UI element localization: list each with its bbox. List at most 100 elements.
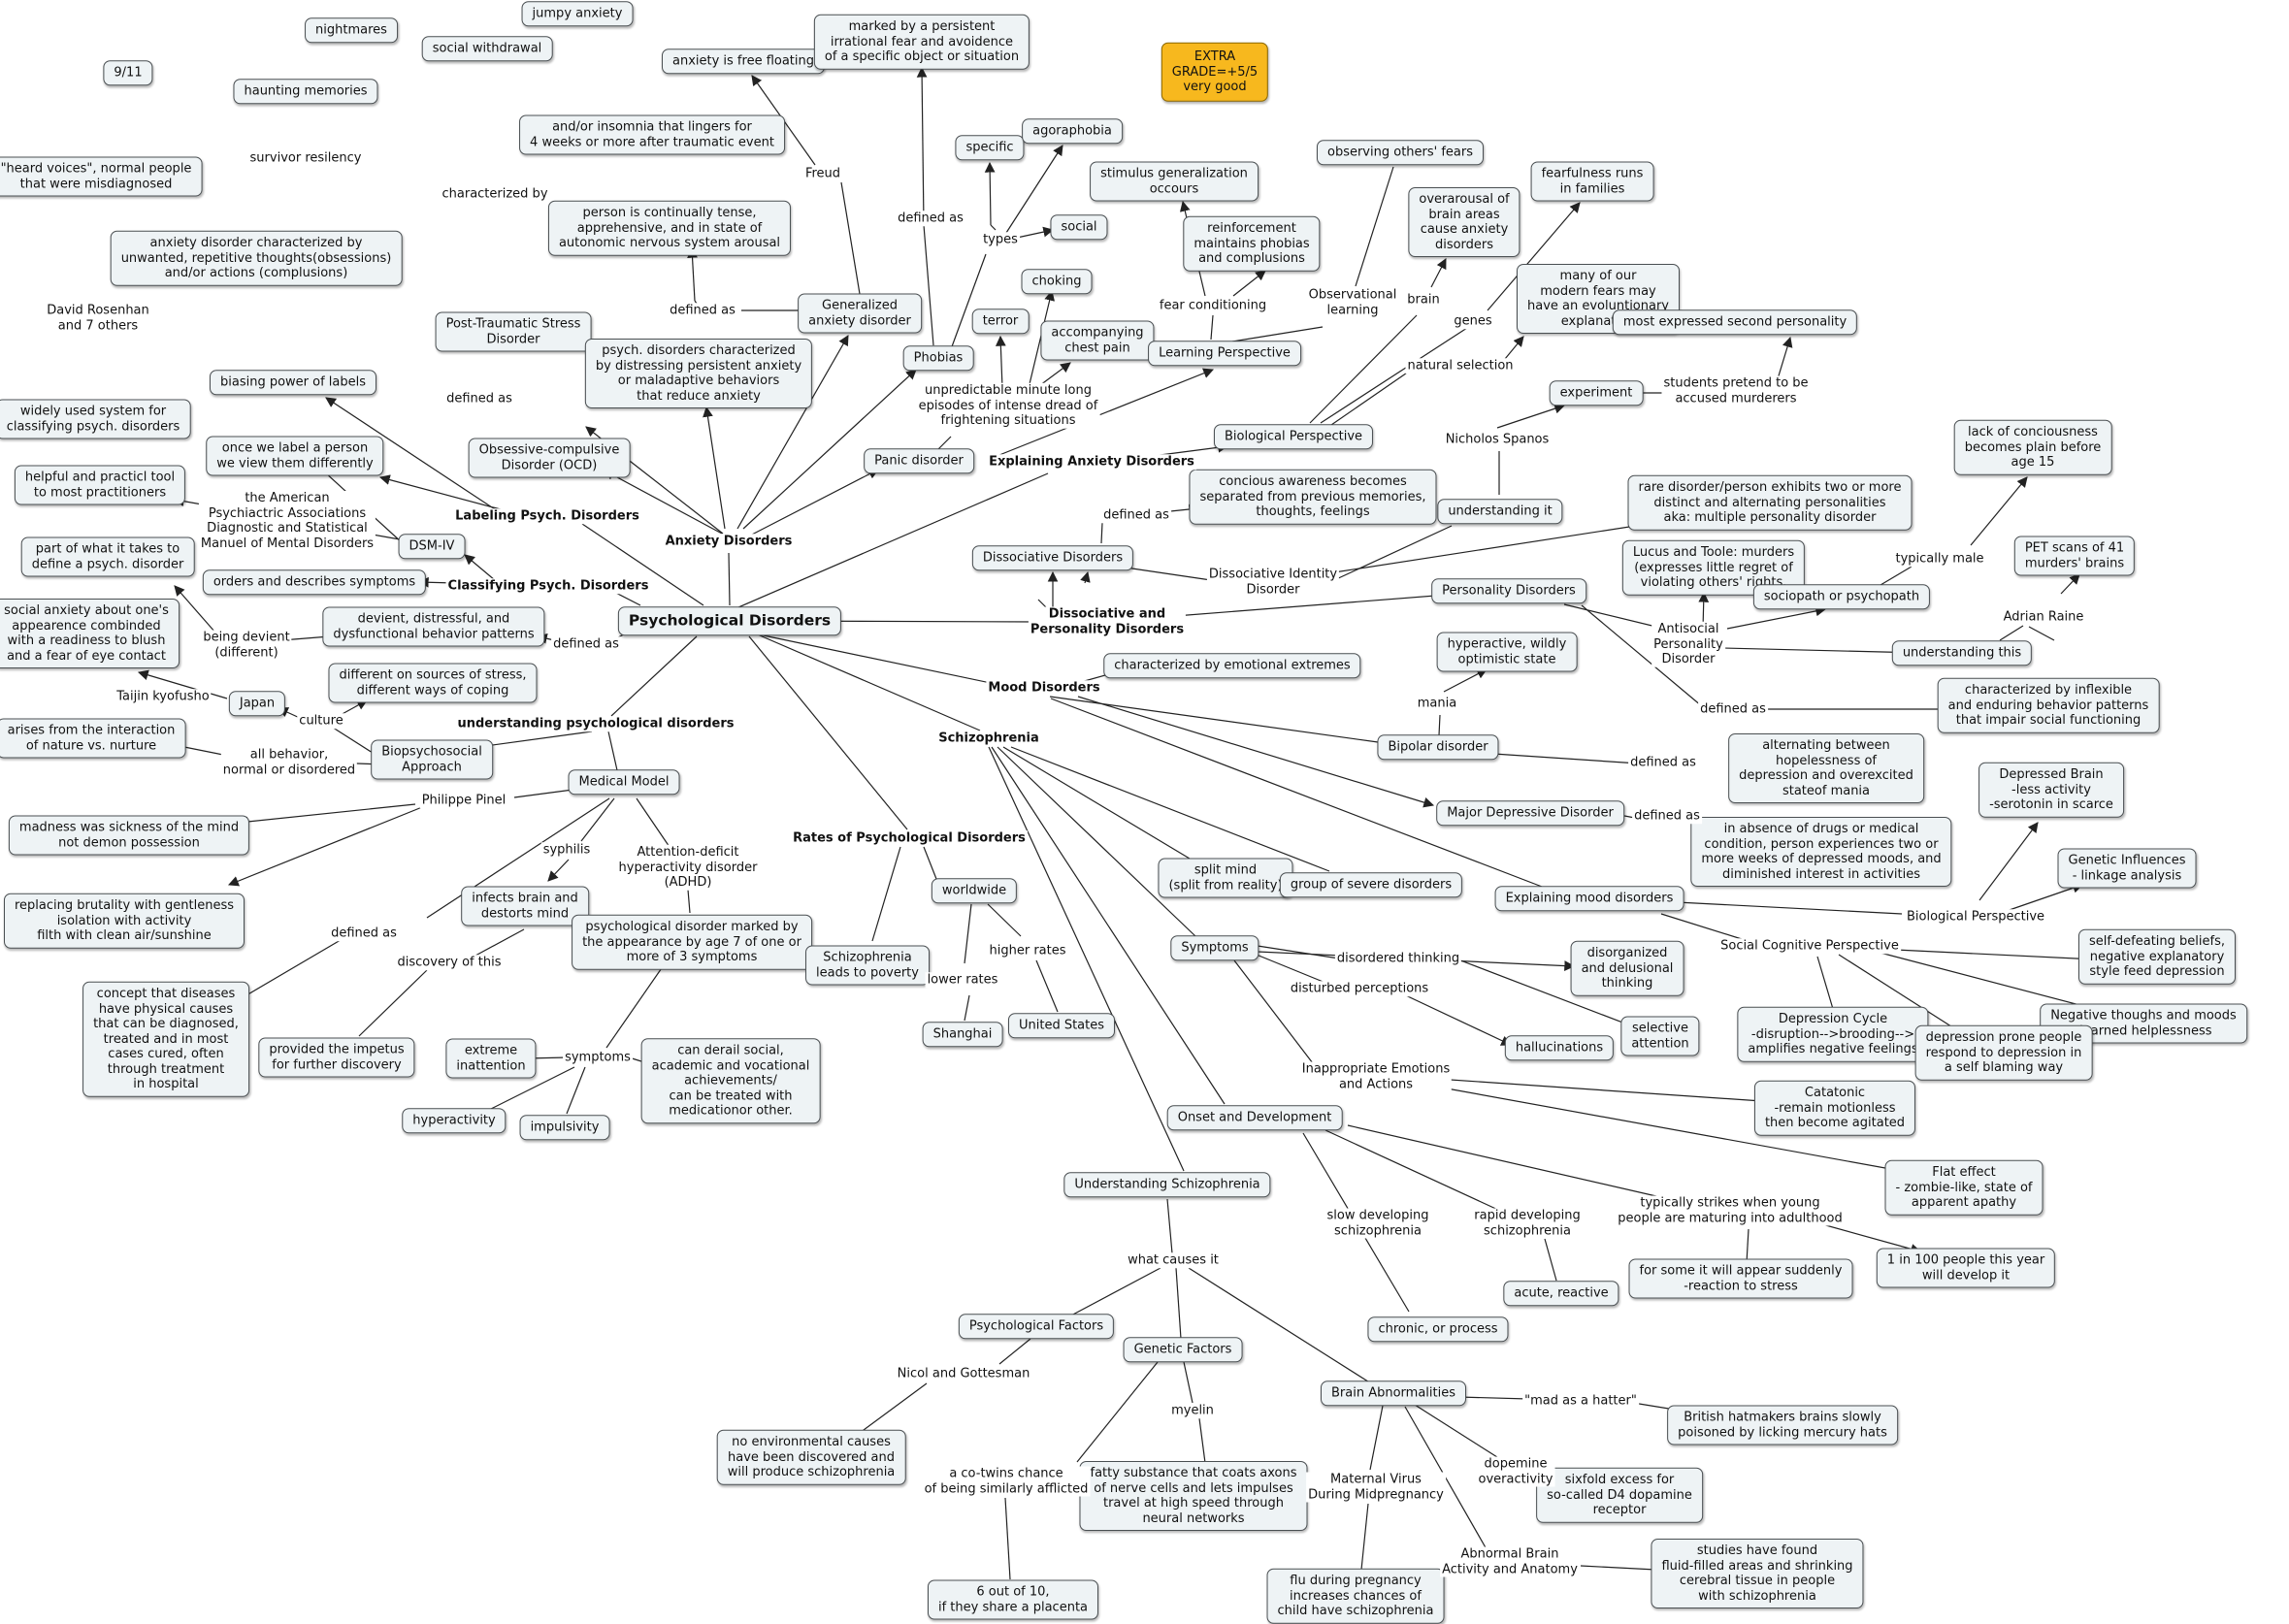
understanding-schizophrenia-node[interactable]: Understanding Schizophrenia [1063,1172,1271,1197]
psychological-factors-node[interactable]: Psychological Factors [958,1314,1115,1339]
replacing-brutality-node[interactable]: replacing brutality with gentleness isol… [3,893,245,949]
free-floating-node[interactable]: anxiety is free floating [661,49,826,74]
medical-model-node[interactable]: Medical Model [568,769,680,795]
fluid-filled-node[interactable]: studies have found fluid-filled areas an… [1651,1539,1864,1608]
self-defeating-node[interactable]: self-defeating beliefs, negative explana… [2077,928,2237,985]
bipolar-disorder-node[interactable]: Bipolar disorder [1377,734,1499,760]
dissociative-awareness-node[interactable]: concious awareness becomes separated fro… [1189,469,1437,525]
generalized-anxiety-node[interactable]: Generalized anxiety disorder [798,293,922,334]
jumpy-anxiety-node[interactable]: jumpy anxiety [521,1,634,26]
derail-node[interactable]: can derail social, academic and vocation… [640,1038,821,1123]
reinforcement-node[interactable]: reinforcement maintains phobias and comp… [1183,215,1321,272]
did-definition-node[interactable]: rare disorder/person exhibits two or mor… [1627,474,1913,531]
shanghai-node[interactable]: Shanghai [922,1022,1003,1047]
absence-of-drugs-node[interactable]: in absence of drugs or medical condition… [1690,817,1952,887]
selective-attention-node[interactable]: selective attention [1620,1016,1700,1056]
ptsd-node[interactable]: Post-Traumatic Stress Disorder [435,311,592,352]
major-depressive-node[interactable]: Major Depressive Disorder [1436,800,1624,826]
united-states-node[interactable]: United States [1007,1013,1116,1038]
impulsivity-node[interactable]: impulsivity [519,1115,610,1140]
understanding-it-node[interactable]: understanding it [1437,499,1563,524]
choking-node[interactable]: choking [1021,269,1093,294]
personality-disorders-node[interactable]: Personality Disorders [1431,578,1586,603]
overarousal-node[interactable]: overarousal of brain areas cause anxiety… [1408,187,1521,257]
madness-node[interactable]: madness was sickness of the mind not dem… [8,815,250,856]
haunting-memories-node[interactable]: haunting memories [233,79,378,104]
no-environmental-node[interactable]: no environmental causes have been discov… [716,1429,906,1485]
emotional-extremes-node[interactable]: characterized by emotional extremes [1103,653,1361,678]
genetic-influences-node[interactable]: Genetic Influences - linkage analysis [2057,848,2197,889]
nine-eleven-node[interactable]: 9/11 [103,60,153,85]
panic-disorder-node[interactable]: Panic disorder [864,448,974,473]
phobias-node[interactable]: Phobias [902,345,974,371]
specific-phobia-node[interactable]: specific [955,135,1025,160]
fatty-substance-node[interactable]: fatty substance that coats axons of nerv… [1079,1461,1308,1531]
biasing-labels-node[interactable]: biasing power of labels [209,370,377,395]
genetic-factors-node[interactable]: Genetic Factors [1123,1337,1243,1362]
insomnia-node[interactable]: and/or insomnia that lingers for 4 weeks… [519,114,785,155]
psychological-disorders-node[interactable]: Psychological Disorders [617,606,842,635]
hyperactivity-node[interactable]: hyperactivity [402,1108,507,1133]
dsm-iv-node[interactable]: DSM-IV [398,534,466,559]
disease-concept-node[interactable]: concept that diseases have physical caus… [82,981,249,1097]
learning-perspective-node[interactable]: Learning Perspective [1148,341,1301,366]
agoraphobia-node[interactable]: agoraphobia [1022,118,1123,144]
alternating-node[interactable]: alternating between hopelessness of depr… [1728,733,1924,803]
depression-cycle-node[interactable]: Depression Cycle -disruption-->brooding-… [1737,1006,1929,1062]
once-we-label-node[interactable]: once we label a person we view them diff… [206,436,384,476]
personality-definition-node[interactable]: characterized by inflexible and enduring… [1937,677,2160,733]
part-of-definition-node[interactable]: part of what it takes to define a psych.… [20,536,195,577]
different-sources-node[interactable]: different on sources of stress, differen… [328,663,538,703]
worldwide-node[interactable]: worldwide [931,878,1018,903]
infects-brain-node[interactable]: infects brain and destorts mind [461,886,589,926]
six-out-of-ten-node[interactable]: 6 out of 10, if they share a placenta [927,1579,1099,1620]
flu-pregnancy-node[interactable]: flu during pregnancy increases chances o… [1266,1568,1445,1624]
catatonic-node[interactable]: Catatonic -remain motionless then become… [1753,1080,1916,1136]
observing-fears-node[interactable]: observing others' fears [1316,140,1485,165]
schizophrenia-poverty-node[interactable]: Schizophrenia leads to poverty [805,945,930,986]
explaining-mood-node[interactable]: Explaining mood disorders [1494,886,1684,911]
nature-nurture-node[interactable]: arises from the interaction of nature vs… [0,718,186,759]
understanding-this-node[interactable]: understanding this [1891,640,2033,666]
social-phobia-node[interactable]: social [1050,214,1108,240]
fearfulness-families-node[interactable]: fearfulness runs in families [1530,161,1654,202]
depression-prone-node[interactable]: depression prone people respond to depre… [1914,1024,2093,1081]
hyperactive-optimistic-node[interactable]: hyperactive, wildly optimistic state [1436,632,1578,672]
persistent-fear-node[interactable]: marked by a persistent irrational fear a… [813,14,1030,70]
helpful-tool-node[interactable]: helpful and practicl tool to most practi… [14,465,186,505]
experiment-node[interactable]: experiment [1549,380,1644,406]
stimulus-generalization-node[interactable]: stimulus generalization occours [1090,161,1259,202]
sixfold-excess-node[interactable]: sixfold excess for so-called D4 dopamine… [1536,1467,1703,1523]
chronic-process-node[interactable]: chronic, or process [1367,1316,1509,1342]
dissociative-disorders-node[interactable]: Dissociative Disorders [971,545,1134,570]
nightmares-node[interactable]: nightmares [305,17,398,43]
split-mind-node[interactable]: split mind (split from reality) [1158,858,1293,898]
onset-development-node[interactable]: Onset and Development [1166,1105,1343,1130]
hallucinations-node[interactable]: hallucinations [1504,1035,1615,1060]
symptoms-node[interactable]: Symptoms [1170,935,1259,960]
social-withdrawal-node[interactable]: social withdrawal [421,36,553,61]
chest-pain-node[interactable]: accompanying chest pain [1040,320,1155,361]
brain-abnormalities-node[interactable]: Brain Abnormalities [1320,1380,1467,1406]
acute-reactive-node[interactable]: acute, reactive [1503,1281,1619,1306]
terror-node[interactable]: terror [971,309,1030,334]
disorganized-thinking-node[interactable]: disorganized and delusional thinking [1570,940,1684,996]
biological-perspective-anxiety-node[interactable]: Biological Perspective [1213,424,1374,449]
appear-suddenly-node[interactable]: for some it will appear suddenly -reacti… [1628,1258,1853,1299]
heard-voices-node[interactable]: "heard voices", normal people that were … [0,156,203,197]
impetus-node[interactable]: provided the impetus for further discove… [258,1037,415,1078]
japan-node[interactable]: Japan [228,691,286,716]
orders-symptoms-node[interactable]: orders and describes symptoms [202,569,427,595]
ocd-definition-node[interactable]: anxiety disorder characterized by unwant… [110,230,403,286]
sociopath-node[interactable]: sociopath or psychopath [1752,584,1931,609]
lack-consciousness-node[interactable]: lack of conciousness becomes plain befor… [1953,419,2112,475]
anxiety-definition-node[interactable]: psych. disorders characterized by distre… [584,339,813,408]
one-in-100-node[interactable]: 1 in 100 people this year will develop i… [1876,1248,2056,1288]
hatmakers-node[interactable]: British hatmakers brains slowly poisoned… [1667,1405,1898,1445]
devient-behavior-node[interactable]: devient, distressful, and dysfunctional … [322,606,545,647]
severe-disorders-node[interactable]: group of severe disorders [1279,872,1463,897]
biopsychosocial-node[interactable]: Biopsychosocial Approach [371,739,493,780]
pet-scans-node[interactable]: PET scans of 41 murders' brains [2013,536,2136,576]
depressed-brain-node[interactable]: Depressed Brain -less activity -serotoni… [1978,762,2124,818]
ocd-node[interactable]: Obsessive-compulsive Disorder (OCD) [468,438,631,478]
